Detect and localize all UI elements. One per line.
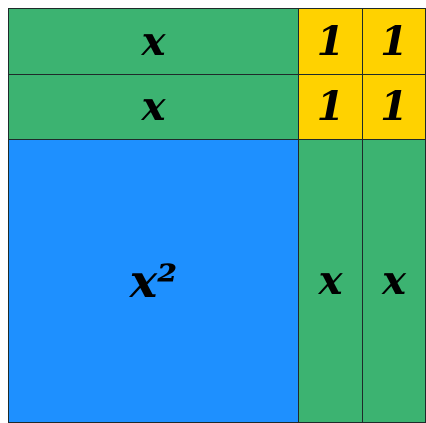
unit-tile-label: 1 bbox=[316, 17, 345, 65]
x-tile-vertical-1: x bbox=[298, 139, 363, 423]
x-tile-label: x bbox=[141, 17, 166, 65]
unit-tile-2: 1 bbox=[362, 8, 426, 75]
x-tile-label: x bbox=[382, 257, 406, 304]
unit-tile-1: 1 bbox=[298, 8, 363, 75]
x-tile-horizontal-1: x bbox=[8, 8, 299, 75]
x-tile-label: x bbox=[141, 83, 166, 130]
x-tile-horizontal-2: x bbox=[8, 74, 299, 140]
unit-tile-3: 1 bbox=[298, 74, 363, 140]
x-tile-vertical-2: x bbox=[362, 139, 426, 423]
unit-tile-label: 1 bbox=[380, 17, 408, 65]
unit-tile-4: 1 bbox=[362, 74, 426, 140]
x-tile-label: x bbox=[318, 257, 343, 304]
unit-tile-label: 1 bbox=[316, 83, 345, 130]
unit-tile-label: 1 bbox=[380, 83, 408, 130]
x-squared-tile: x² bbox=[8, 139, 299, 423]
x-squared-label: x² bbox=[129, 254, 178, 308]
